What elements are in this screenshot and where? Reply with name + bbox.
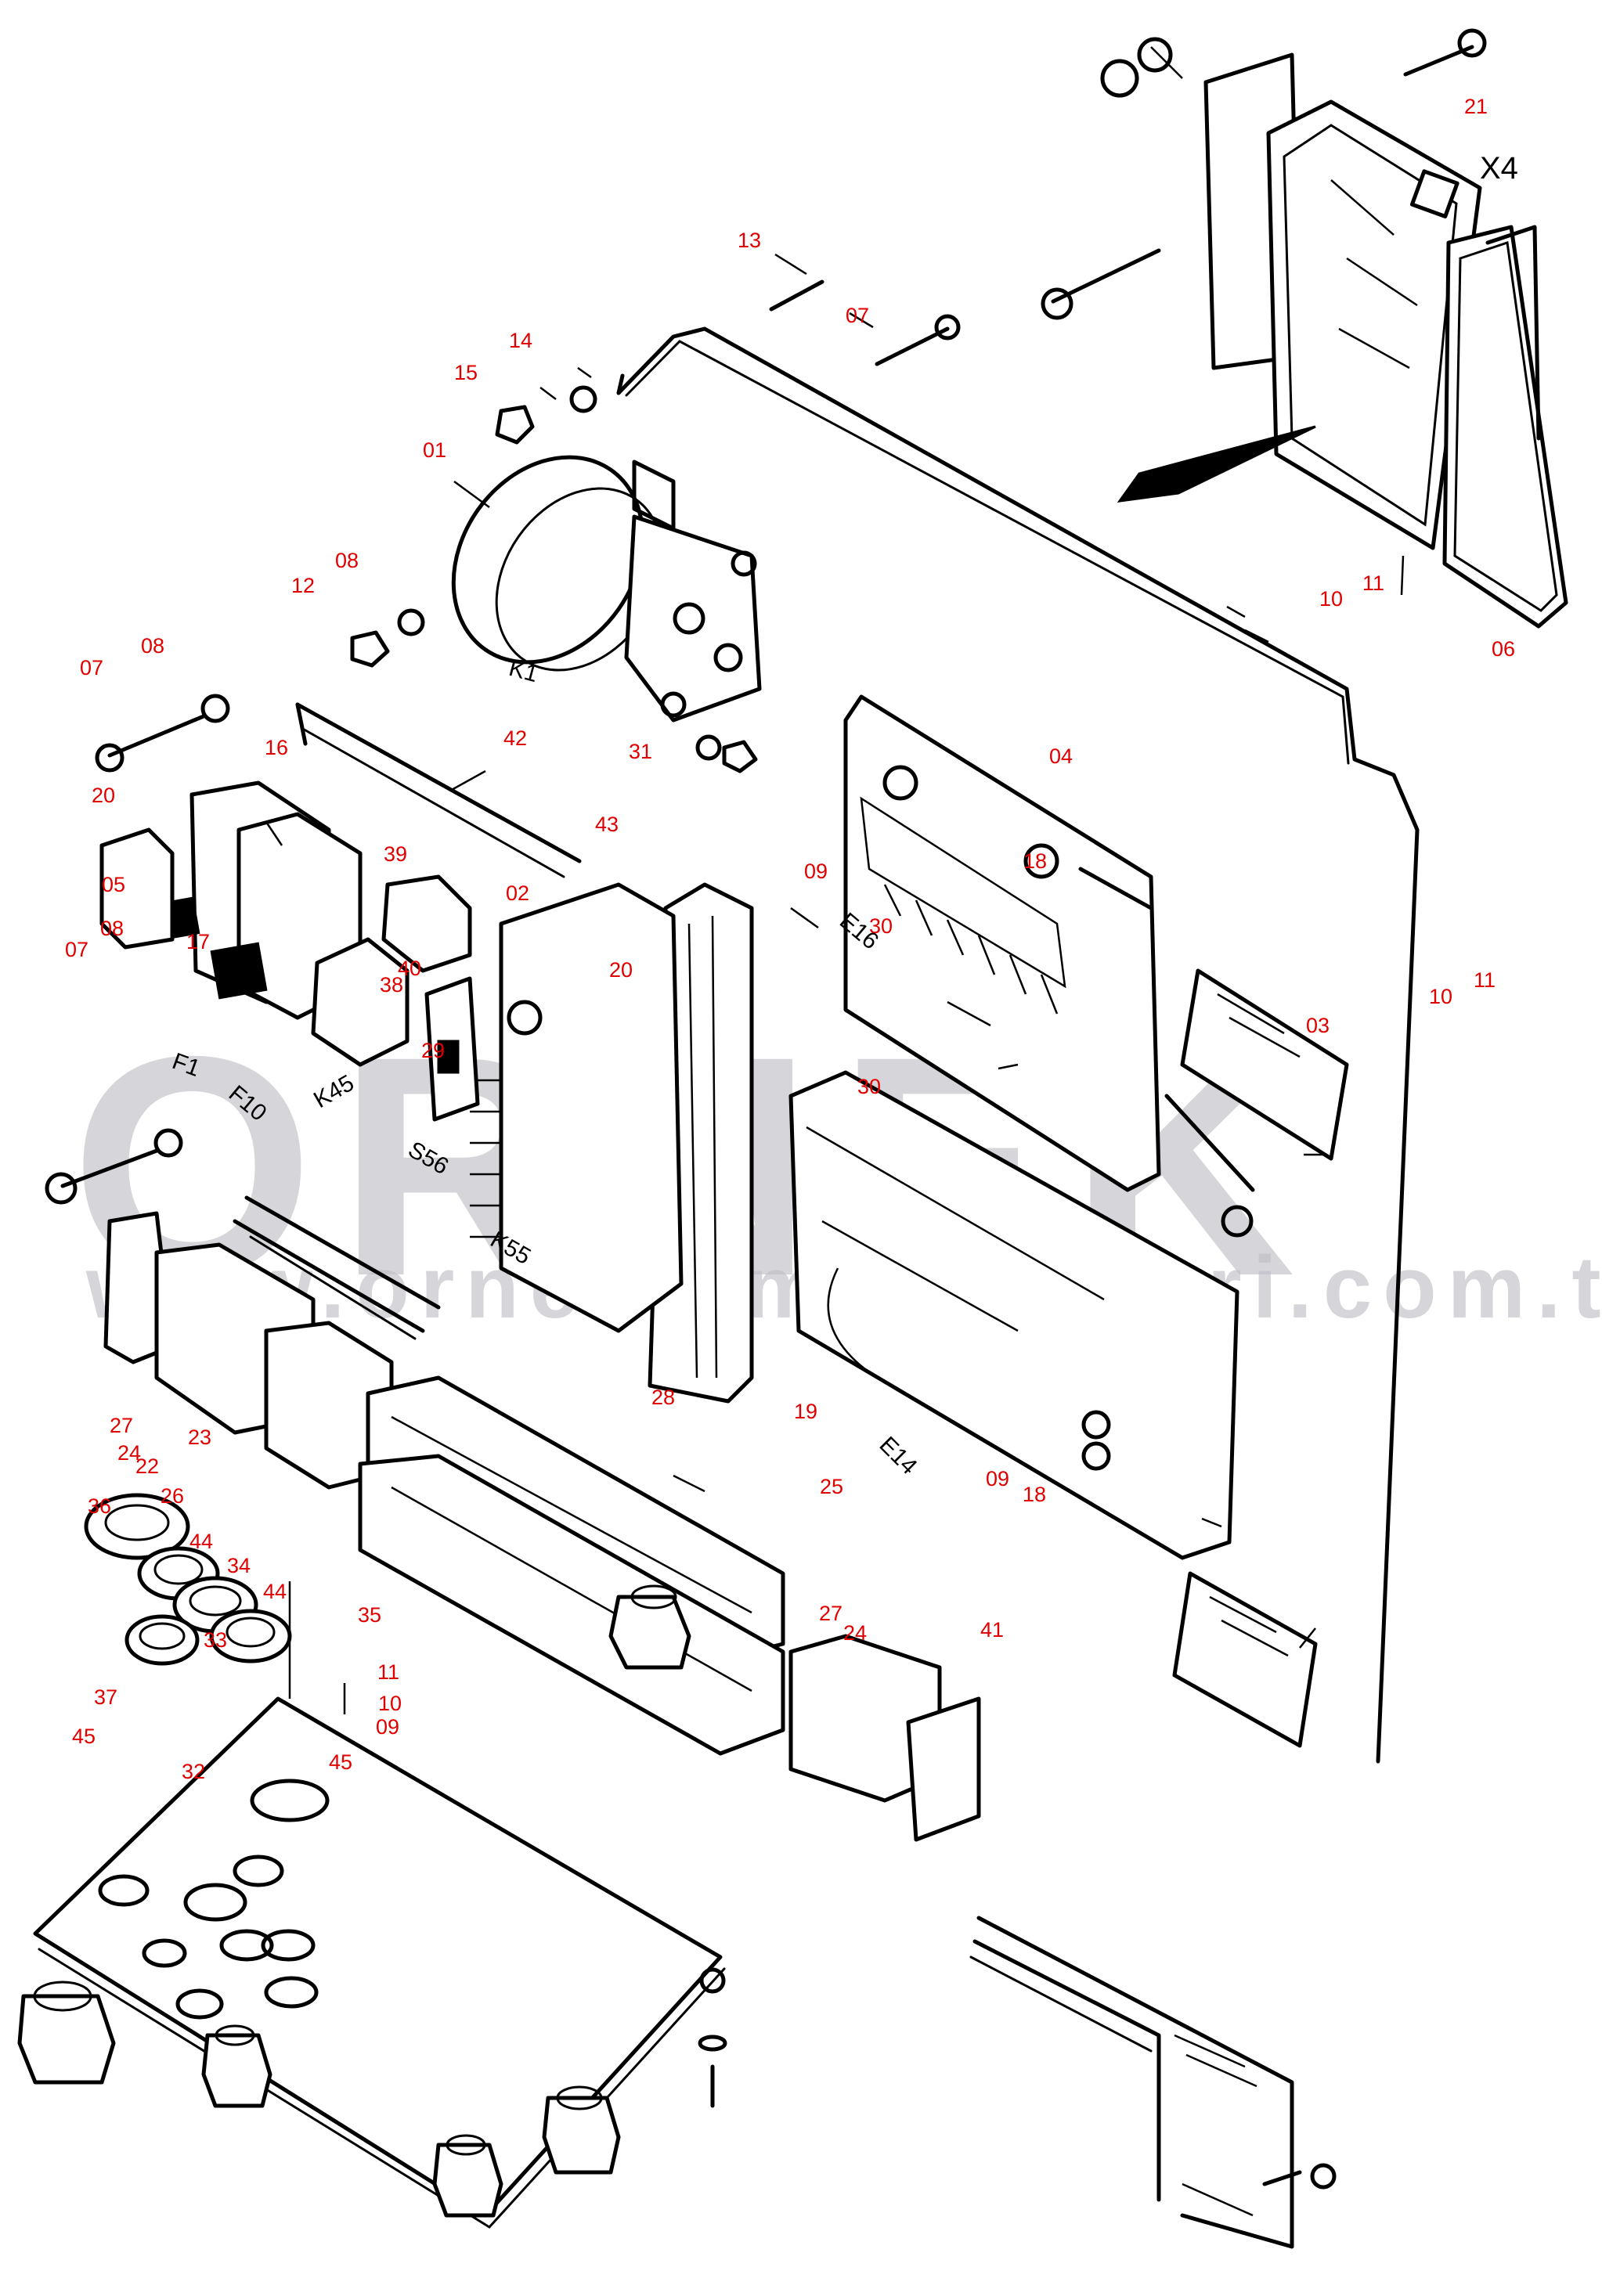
callout-37: 37 [94,1685,118,1709]
callout-02: 02 [506,881,530,905]
callout-20: 20 [92,784,116,807]
callout-36: 36 [88,1494,112,1518]
callout-08: 08 [141,634,165,658]
callout-11: 11 [1362,571,1385,595]
din-rail-17 [233,1195,441,1340]
callout-12: 12 [291,574,316,597]
contactor-02 [424,882,684,1333]
callout-06: 06 [1492,637,1516,661]
cable-glands [17,1584,727,2218]
gland-plate [33,1696,726,2229]
callout-22: 22 [135,1454,160,1478]
callout-31: 31 [629,740,653,763]
callout-42: 42 [503,726,528,750]
callout-40: 40 [398,957,422,980]
terminal-panel-e16 [843,694,1161,1192]
callout-10: 10 [1319,587,1344,611]
callout-27: 27 [819,1602,843,1625]
callout-26: 26 [161,1484,185,1508]
callout-23: 23 [188,1426,212,1449]
callout-44: 44 [263,1580,287,1603]
cable-duct-18-upper [1180,968,1349,1161]
callout-03: 03 [1306,1014,1330,1037]
callout-08: 08 [335,549,359,572]
callout-18: 18 [1023,1483,1047,1506]
motor-k1 [451,455,762,723]
callout-35: 35 [358,1603,382,1627]
callout-32: 32 [182,1760,206,1783]
callout-05: 05 [102,873,126,896]
callout-13: 13 [738,229,762,252]
grommets [84,1493,346,1714]
callout-01: 01 [423,438,447,462]
back-mounting-plate [616,326,1420,1764]
callout-11: 11 [1474,968,1496,992]
din-rail-42 [295,702,582,878]
callout-20: 20 [609,958,633,982]
callout-09: 09 [986,1467,1010,1490]
callout-24: 24 [843,1621,868,1645]
callout-19: 19 [794,1400,818,1423]
callout-07: 07 [846,304,870,327]
callout-08: 08 [100,917,124,940]
callout-27: 27 [110,1414,134,1437]
designator-x4: X4 [1480,151,1518,186]
callout-17: 17 [186,930,211,953]
callout-33: 33 [204,1628,228,1652]
callout-45: 45 [329,1750,353,1774]
cable-duct-41 [969,1916,1337,2249]
callout-18: 18 [1023,849,1048,873]
callout-04: 04 [1049,744,1073,768]
callout-29: 29 [421,1039,446,1062]
callout-30: 30 [857,1075,882,1098]
callout-09: 09 [804,860,828,883]
callout-25: 25 [820,1475,844,1498]
callout-24: 24 [117,1441,142,1465]
leader-lines [265,46,1405,1649]
callout-39: 39 [384,842,408,866]
callout-43: 43 [595,813,619,836]
upper-fasteners [45,279,961,1205]
callout-09: 09 [376,1715,400,1739]
callout-30: 30 [869,914,893,938]
callout-28: 28 [651,1386,676,1409]
callout-14: 14 [509,329,533,352]
callout-07: 07 [80,656,104,679]
callout-41: 41 [980,1618,1005,1642]
circuit-breakers-f1-f10 [99,780,472,1067]
callout-34: 34 [227,1554,251,1577]
callout-21: 21 [1464,95,1488,118]
callout-15: 15 [454,361,478,384]
callout-11: 11 [377,1660,400,1684]
cable-duct-18-lower [1172,1571,1318,1748]
callout-07: 07 [65,938,89,961]
callout-45: 45 [72,1725,96,1748]
callout-10: 10 [378,1692,402,1715]
terminal-block-27-lower [788,1634,981,1842]
terminal-enclosure-x4 [1041,28,1568,629]
controller-e14 [788,1070,1255,1560]
callout-10: 10 [1429,985,1453,1008]
terminal-blocks [103,1211,785,1756]
callout-16: 16 [265,736,289,759]
callout-38: 38 [380,973,404,997]
callout-44: 44 [189,1530,214,1553]
